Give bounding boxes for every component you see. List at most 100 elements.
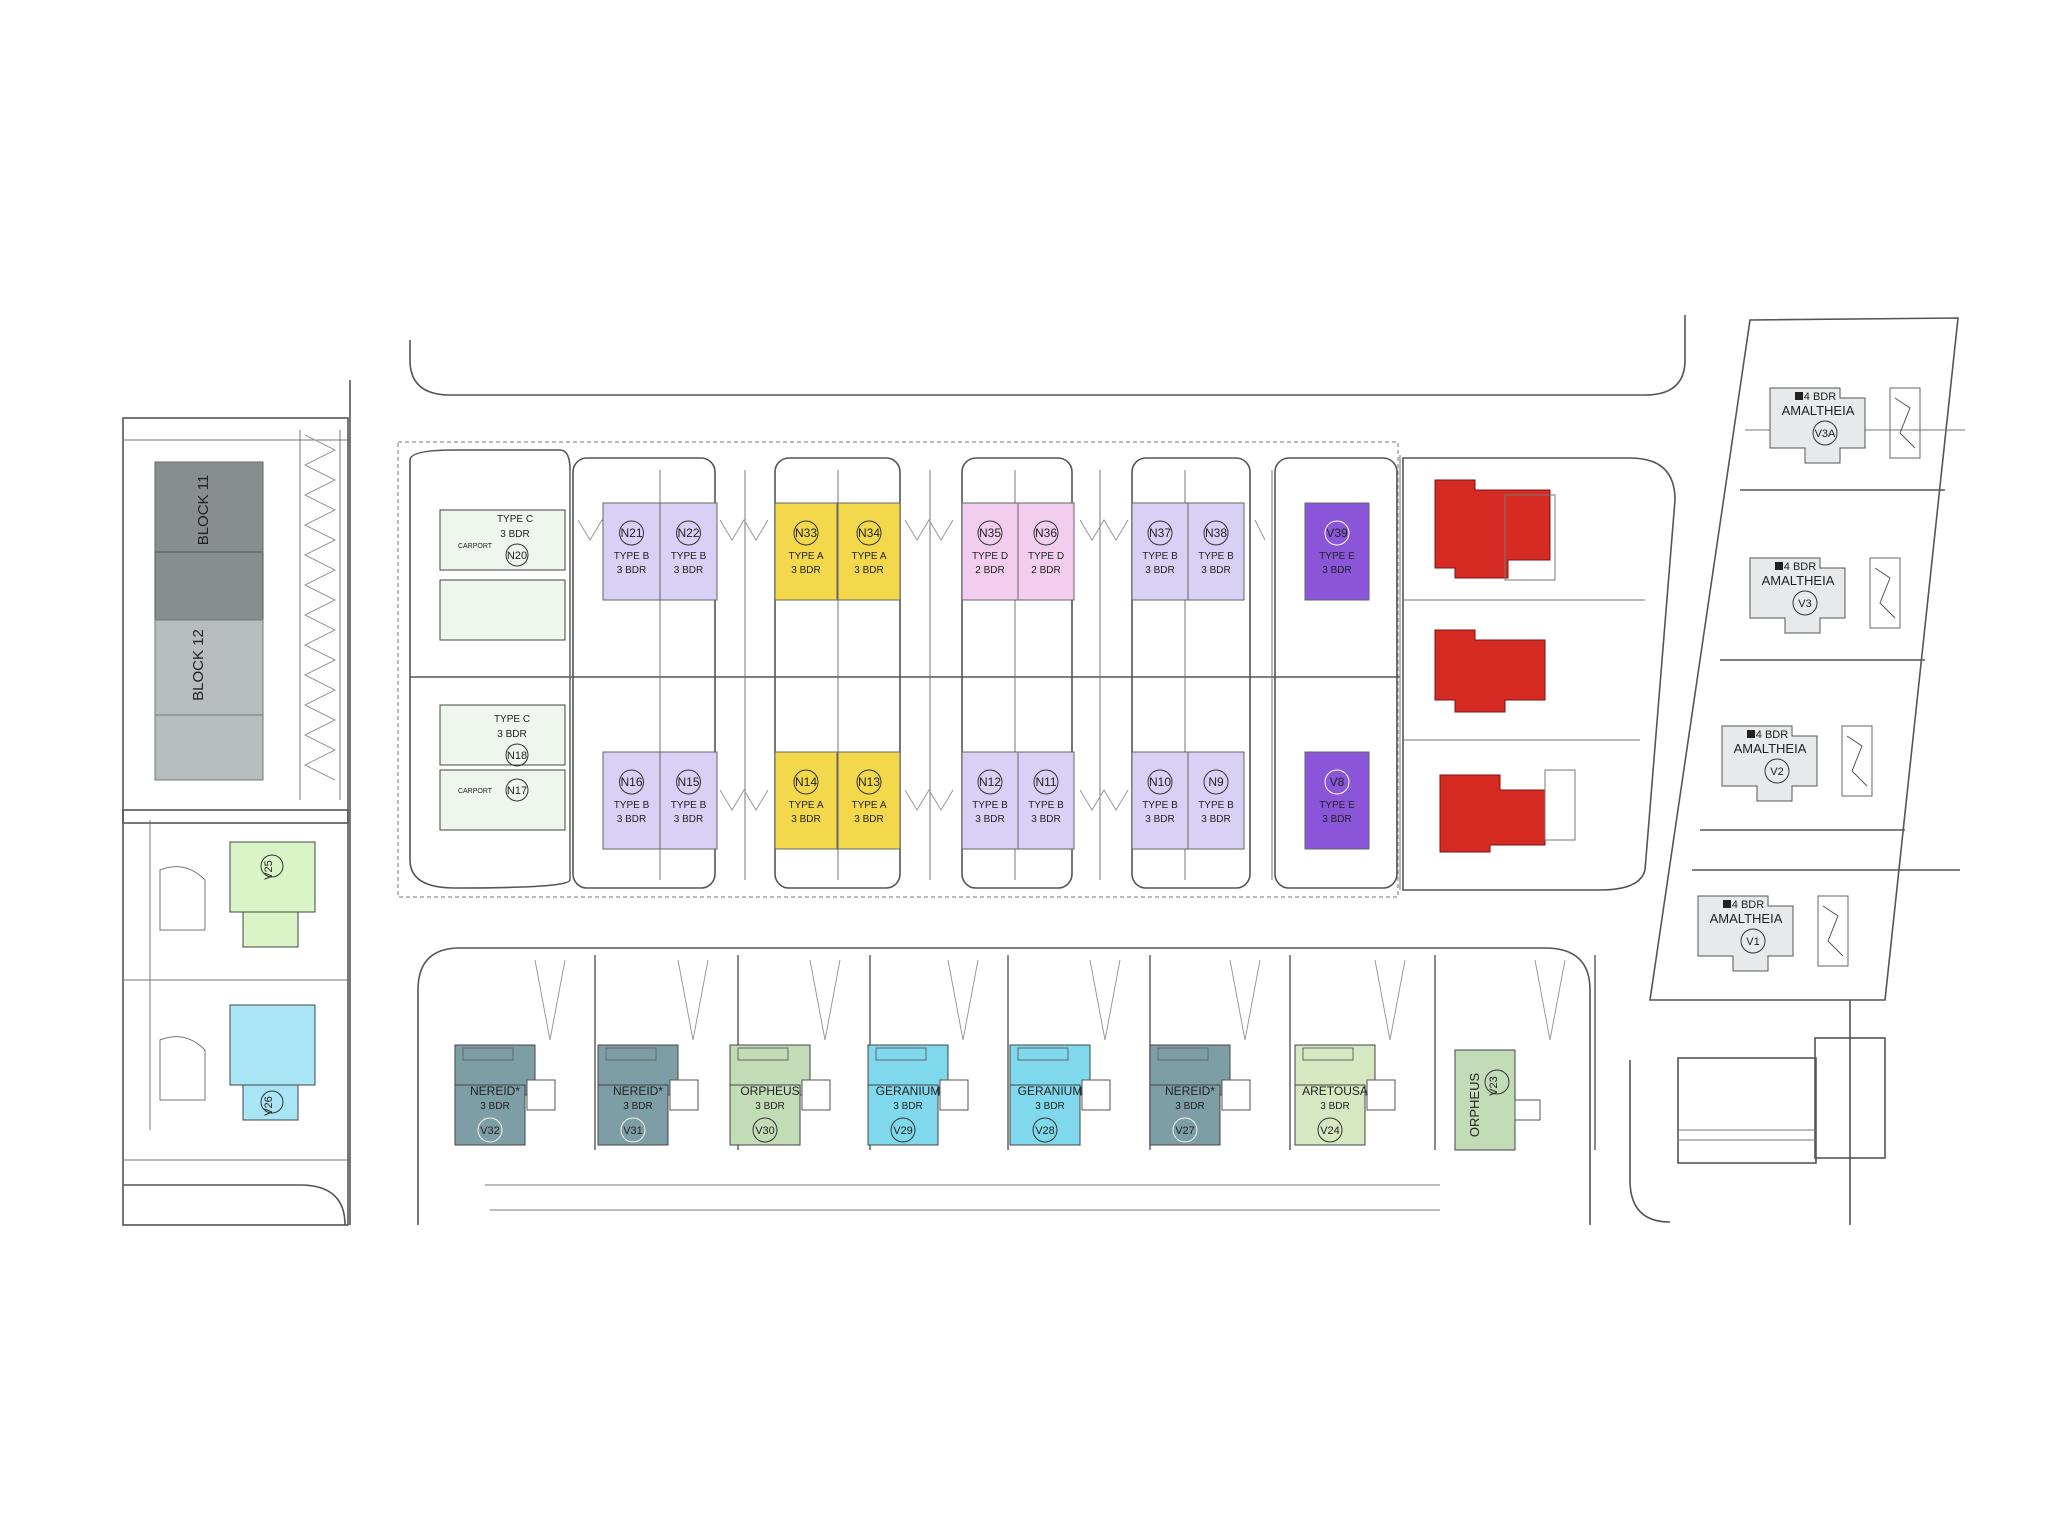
unit-n19-beds: 3 BDR bbox=[500, 529, 529, 540]
unit-n37-type: TYPE B bbox=[1142, 551, 1178, 562]
red-villas bbox=[1434, 479, 1576, 853]
villa-v24-code: V24 bbox=[1320, 1125, 1340, 1137]
villa-v1-code: V1 bbox=[1746, 936, 1759, 948]
red-villa-3 bbox=[1439, 774, 1546, 853]
unit-n12-code: N12 bbox=[979, 775, 1001, 789]
unit-n16-code: N16 bbox=[620, 775, 642, 789]
villa-v31-code: V31 bbox=[623, 1125, 643, 1137]
unit-n14-type: TYPE A bbox=[788, 800, 823, 811]
unit-n13-beds: 3 BDR bbox=[854, 814, 883, 825]
unit-n35-beds: 2 BDR bbox=[975, 565, 1004, 576]
unit-v39-type: TYPE E bbox=[1319, 551, 1355, 562]
unit-n36-code: N36 bbox=[1035, 526, 1057, 540]
unit-n37-code: N37 bbox=[1149, 526, 1171, 540]
villa-v28-beds: 3 BDR bbox=[1035, 1101, 1064, 1112]
villa-v24-name: ARETOUSA bbox=[1302, 1084, 1368, 1098]
unit-n15-code: N15 bbox=[677, 775, 699, 789]
unit-n38-code: N38 bbox=[1205, 526, 1227, 540]
unit-n17-code: N17 bbox=[507, 785, 527, 797]
unit-n35-type: TYPE D bbox=[972, 551, 1008, 562]
unit-n35-code: N35 bbox=[979, 526, 1001, 540]
unit-n21-code: N21 bbox=[620, 526, 642, 540]
unit-n38-beds: 3 BDR bbox=[1201, 565, 1230, 576]
unit-v8-beds: 3 BDR bbox=[1322, 814, 1351, 825]
carport-label-1: CARPORT bbox=[458, 543, 493, 550]
left-panel: BLOCK 11 BLOCK 12 V25 V26 bbox=[122, 380, 351, 1226]
carport-label-2: CARPORT bbox=[458, 788, 493, 795]
villa-v2-code: V2 bbox=[1770, 766, 1783, 778]
unit-n10-beds: 3 BDR bbox=[1145, 814, 1174, 825]
service-area bbox=[1629, 1000, 1886, 1225]
unit-n10-code: N10 bbox=[1149, 775, 1171, 789]
unit-n37-beds: 3 BDR bbox=[1145, 565, 1174, 576]
unit-n9-code: N9 bbox=[1208, 775, 1224, 789]
unit-n34-type: TYPE A bbox=[851, 551, 886, 562]
villa-v25-code: V25 bbox=[263, 860, 275, 880]
unit-n21-beds: 3 BDR bbox=[617, 565, 646, 576]
unit-v8-code: V8 bbox=[1330, 775, 1345, 789]
block-12-label: BLOCK 12 bbox=[190, 629, 207, 701]
unit-n16-type: TYPE B bbox=[614, 800, 650, 811]
villa-v30-name: ORPHEUS bbox=[740, 1084, 799, 1098]
villa-v1-name: AMALTHEIA bbox=[1710, 911, 1783, 926]
unit-n14-code: N14 bbox=[795, 775, 817, 789]
unit-n11-beds: 3 BDR bbox=[1031, 814, 1060, 825]
unit-n13-code: N13 bbox=[858, 775, 880, 789]
villa-v31-name: NEREID* bbox=[613, 1084, 663, 1098]
villa-v3a-beds: 4 BDR bbox=[1804, 391, 1836, 403]
unit-n38-type: TYPE B bbox=[1198, 551, 1234, 562]
villa-v31-beds: 3 BDR bbox=[623, 1101, 652, 1112]
unit-n18-code: N18 bbox=[507, 750, 527, 762]
unit-n34-code: N34 bbox=[858, 526, 880, 540]
unit-n33-beds: 3 BDR bbox=[791, 565, 820, 576]
block-11-label: BLOCK 11 bbox=[195, 475, 212, 546]
unit-n22-beds: 3 BDR bbox=[674, 565, 703, 576]
unit-v8-type: TYPE E bbox=[1319, 800, 1355, 811]
villa-v32-beds: 3 BDR bbox=[480, 1101, 509, 1112]
villa-v2-beds: 4 BDR bbox=[1756, 729, 1788, 741]
villa-v29-beds: 3 BDR bbox=[893, 1101, 922, 1112]
villa-v26-code: V26 bbox=[263, 1096, 275, 1116]
unit-n36-type: TYPE D bbox=[1028, 551, 1064, 562]
villa-v3a-name: AMALTHEIA bbox=[1782, 403, 1855, 418]
unit-v39-beds: 3 BDR bbox=[1322, 565, 1351, 576]
unit-n18-beds: 3 BDR bbox=[497, 729, 526, 740]
unit-v39-code: V39 bbox=[1326, 526, 1348, 540]
unit-n11-type: TYPE B bbox=[1028, 800, 1064, 811]
unit-n33-type: TYPE A bbox=[788, 551, 823, 562]
villa-v28-name: GERANIUM bbox=[1018, 1084, 1083, 1098]
unit-n12-type: TYPE B bbox=[972, 800, 1008, 811]
villa-v26 bbox=[229, 1004, 316, 1086]
unit-n10-type: TYPE B bbox=[1142, 800, 1178, 811]
villa-v3-name: AMALTHEIA bbox=[1762, 573, 1835, 588]
villa-v3-beds: 4 BDR bbox=[1784, 561, 1816, 573]
villa-v2-name: AMALTHEIA bbox=[1734, 741, 1807, 756]
unit-n12-beds: 3 BDR bbox=[975, 814, 1004, 825]
